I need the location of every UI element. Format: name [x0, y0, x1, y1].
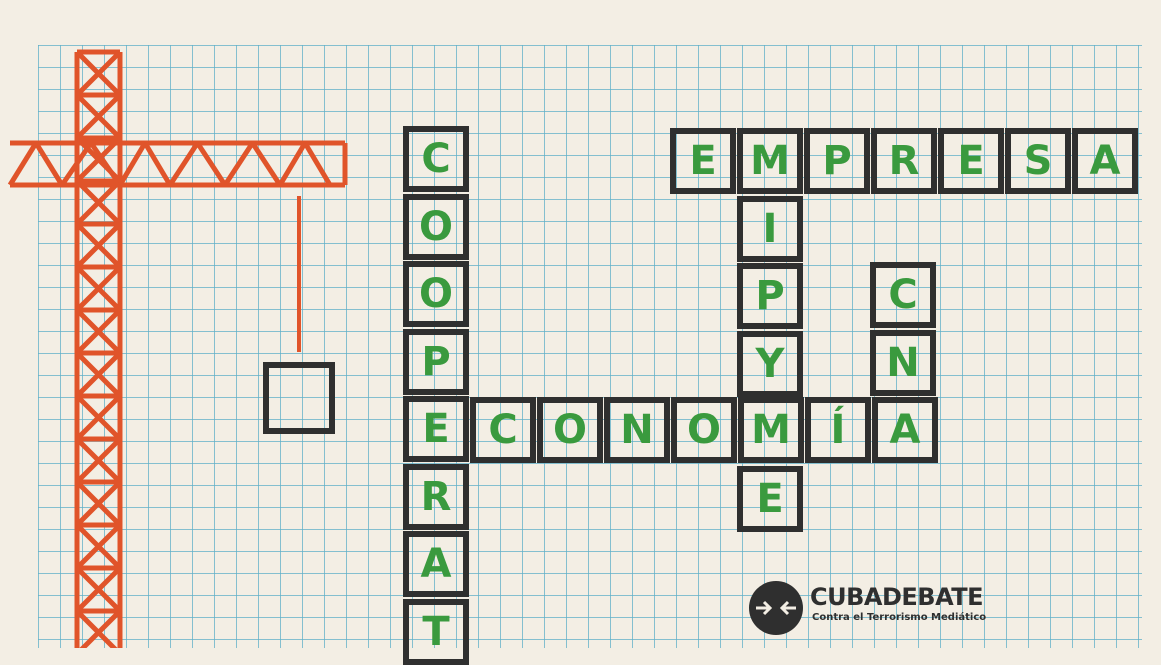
crossword-cell-empresa-1: M	[737, 128, 803, 194]
crossword-cell-mipyme-1: I	[737, 195, 803, 262]
crossword-cell-economia-4: O	[671, 397, 737, 463]
crossword-cell-cooperat-4: E	[403, 396, 469, 462]
crossword-cell-cna-1: N	[870, 329, 936, 396]
logo-tagline: Contra el Terrorismo Mediático	[812, 612, 987, 623]
crossword-cell-mipyme-2: P	[737, 263, 803, 329]
crane-mast	[74, 49, 123, 648]
crossword-cell-economia-7: A	[872, 397, 938, 463]
crossword-cell-empresa-3: R	[871, 128, 937, 194]
logo-circle-icon	[749, 581, 803, 635]
crossword-cell-economia-3: N	[604, 397, 670, 463]
crossword-cell-cooperat-0: C	[403, 126, 469, 192]
crossword-cell-mipyme-3: Y	[737, 330, 803, 397]
logo-title: CUBADEBATE	[810, 583, 984, 611]
crane-illustration	[7, 49, 348, 648]
cubadebate-logo: CUBADEBATE Contra el Terrorismo Mediátic…	[748, 580, 1008, 636]
crossword-cell-cooperat-7: T	[403, 598, 469, 665]
crossword-cell-empresa-4: E	[938, 128, 1004, 194]
crossword-cell-economia-6: Í	[805, 397, 871, 463]
crossword-cell-empresa-5: S	[1005, 128, 1071, 194]
crossword-cell-cna-0: C	[870, 262, 936, 328]
crossword-cell-cooperat-2: O	[403, 261, 469, 327]
crossword-cell-mipyme-5: E	[737, 465, 803, 532]
crossword-cell-empresa-0: E	[670, 128, 736, 194]
crane-jib	[7, 140, 348, 188]
crossword-cell-cooperat-1: O	[403, 193, 469, 260]
crossword-cell-economia-2: O	[537, 397, 603, 463]
crossword-cell-empresa-2: P	[804, 128, 870, 194]
crossword-cell-cooperat-3: P	[403, 328, 469, 395]
crossword-cell-cooperat-6: A	[403, 531, 469, 597]
crossword-cell-economia-5: M	[738, 397, 804, 463]
crossword-cell-economia-1: C	[470, 397, 536, 463]
hanging-empty-box	[263, 362, 335, 434]
crossword-cell-cooperat-5: R	[403, 463, 469, 530]
crossword-cell-empresa-6: A	[1072, 128, 1138, 194]
